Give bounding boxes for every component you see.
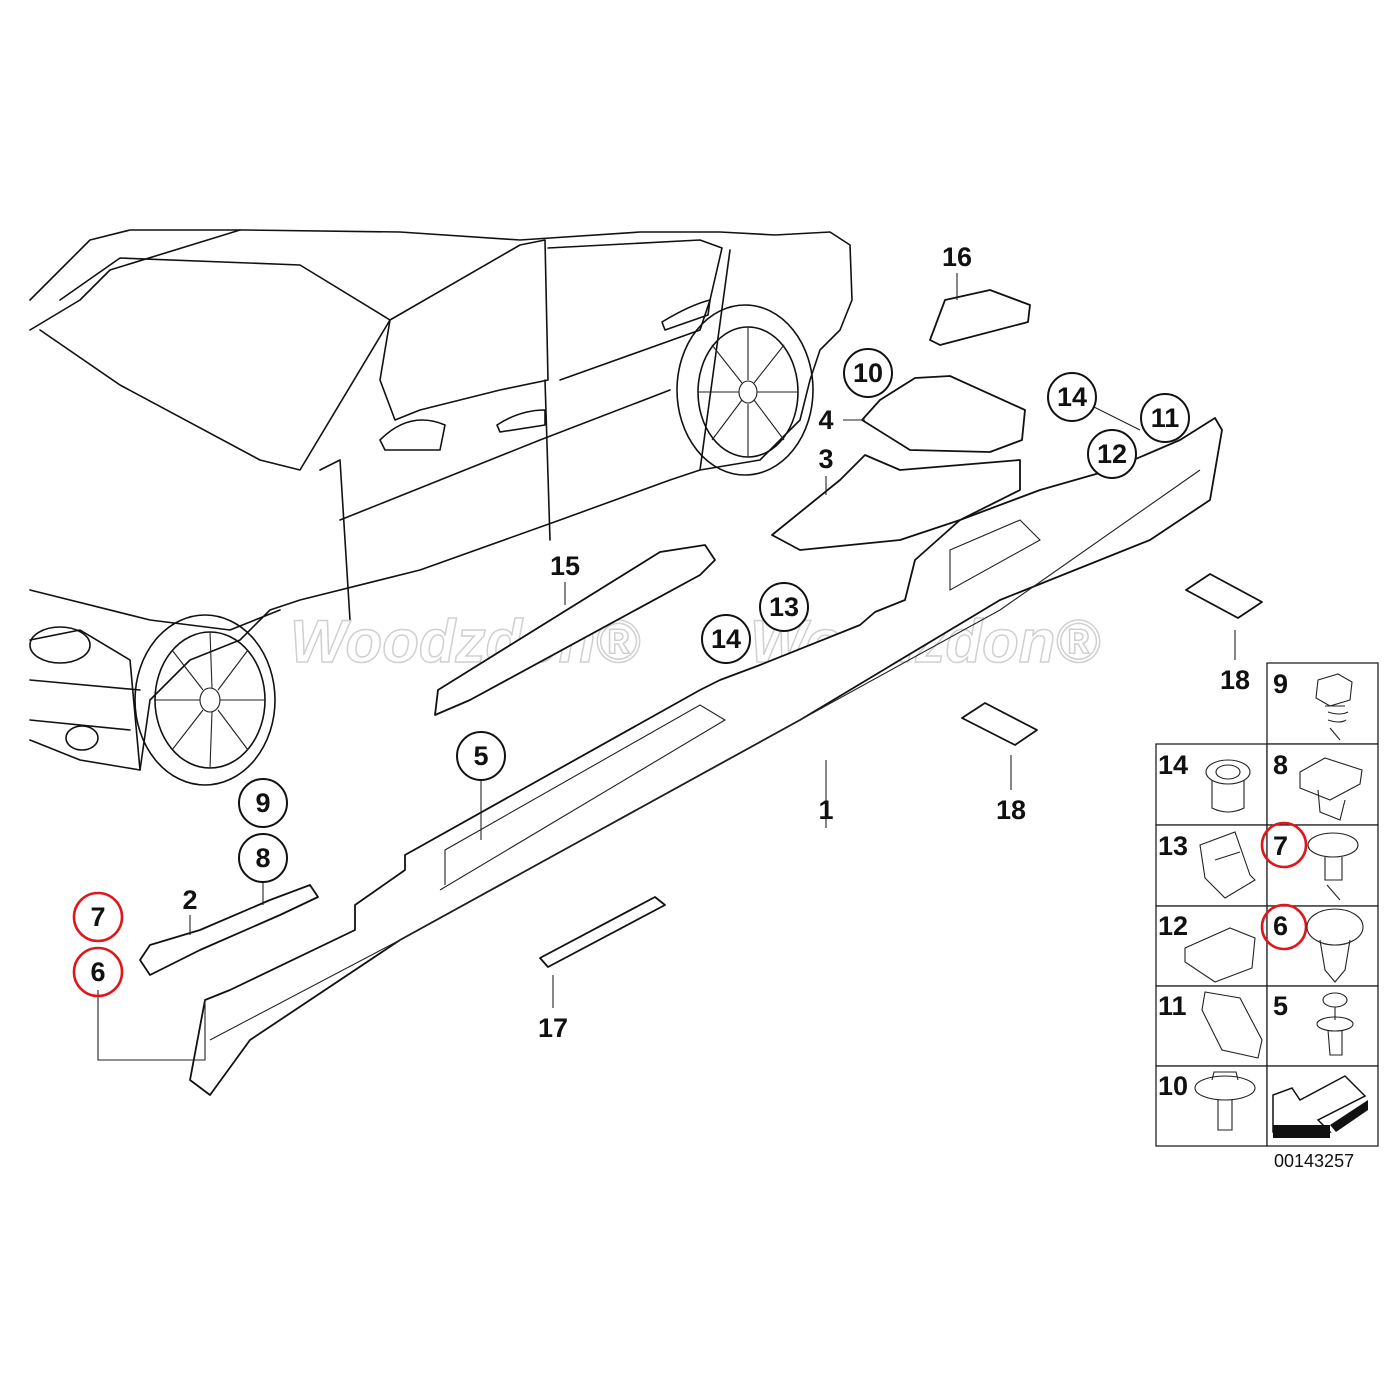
clip-nut-plate-icon	[1201, 991, 1263, 1059]
svg-text:11: 11	[1151, 403, 1180, 433]
cover-16	[929, 289, 1031, 346]
legend-label-9: 9	[1273, 669, 1288, 699]
support-3	[771, 454, 1021, 551]
hex-screw-icon	[1315, 673, 1353, 741]
drawing-number: 00143257	[1274, 1151, 1354, 1171]
legend-label-5: 5	[1273, 991, 1288, 1021]
callout-10: 10	[843, 348, 893, 398]
legend-label-7: 7	[1273, 831, 1288, 861]
svg-text:10: 10	[853, 358, 883, 388]
pad-18	[961, 702, 1038, 746]
legend-label-10: 10	[1158, 1071, 1188, 1101]
trim-strip-15	[434, 544, 716, 716]
callout-2: 2	[182, 885, 197, 915]
highlight-ring-6	[1260, 903, 1308, 951]
direction-arrow-icon	[1272, 1075, 1368, 1138]
svg-text:13: 13	[769, 592, 799, 622]
car-outline	[29, 229, 853, 786]
svg-text:9: 9	[255, 788, 270, 818]
callout-12: 12	[1087, 429, 1137, 479]
bracket-clip-icon	[1184, 927, 1256, 983]
callout-14: 14	[701, 614, 751, 664]
spreading-rivet-icon	[1306, 908, 1364, 983]
callout-11: 11	[1140, 393, 1190, 443]
callout-13: 13	[759, 582, 809, 632]
callout-16: 16	[942, 242, 972, 272]
bracket-10	[861, 375, 1026, 453]
svg-text:14: 14	[1057, 382, 1087, 412]
callout-15: 15	[550, 551, 580, 581]
svg-text:14: 14	[711, 624, 741, 654]
leader-lines	[97, 273, 1236, 1061]
push-rivet-icon	[1316, 992, 1354, 1056]
fastener-legend-table: 9 14 8 13 7 12 6 11 5 10	[1155, 662, 1379, 1147]
callout-6-highlighted: 6	[72, 946, 124, 998]
tape-17	[539, 896, 666, 968]
side-sill-panel	[189, 417, 1223, 1096]
legend-label-6: 6	[1273, 911, 1288, 941]
svg-text:7: 7	[90, 902, 105, 932]
clip-nut-icon	[1299, 757, 1363, 821]
callout-3: 3	[818, 444, 833, 474]
svg-text:12: 12	[1097, 439, 1127, 469]
legend-label-11: 11	[1158, 991, 1187, 1021]
pad-18	[1185, 573, 1263, 619]
bracket-2	[139, 884, 319, 976]
callout-18: 18	[1220, 665, 1250, 695]
callout-7-highlighted: 7	[72, 891, 124, 943]
expansion-rivet-icon	[1307, 832, 1359, 901]
legend-label-8: 8	[1273, 750, 1288, 780]
legend-label-13: 13	[1158, 831, 1188, 861]
legend-label-12: 12	[1158, 911, 1188, 941]
callout-4: 4	[818, 405, 833, 435]
holder-icon	[1199, 831, 1256, 899]
highlight-ring-7	[1260, 821, 1308, 869]
callout-9: 9	[238, 778, 288, 828]
callout-17: 17	[538, 1013, 568, 1043]
callout-14: 14	[1047, 372, 1097, 422]
hex-bolt-washer-icon	[1194, 1071, 1256, 1131]
svg-text:8: 8	[255, 843, 270, 873]
legend-label-14: 14	[1158, 750, 1188, 780]
callout-8: 8	[238, 833, 288, 883]
bushing-icon	[1205, 759, 1251, 813]
svg-text:5: 5	[473, 741, 488, 771]
svg-text:6: 6	[90, 957, 105, 987]
callout-5: 5	[456, 731, 506, 781]
callout-18: 18	[996, 795, 1026, 825]
callout-1: 1	[818, 795, 833, 825]
